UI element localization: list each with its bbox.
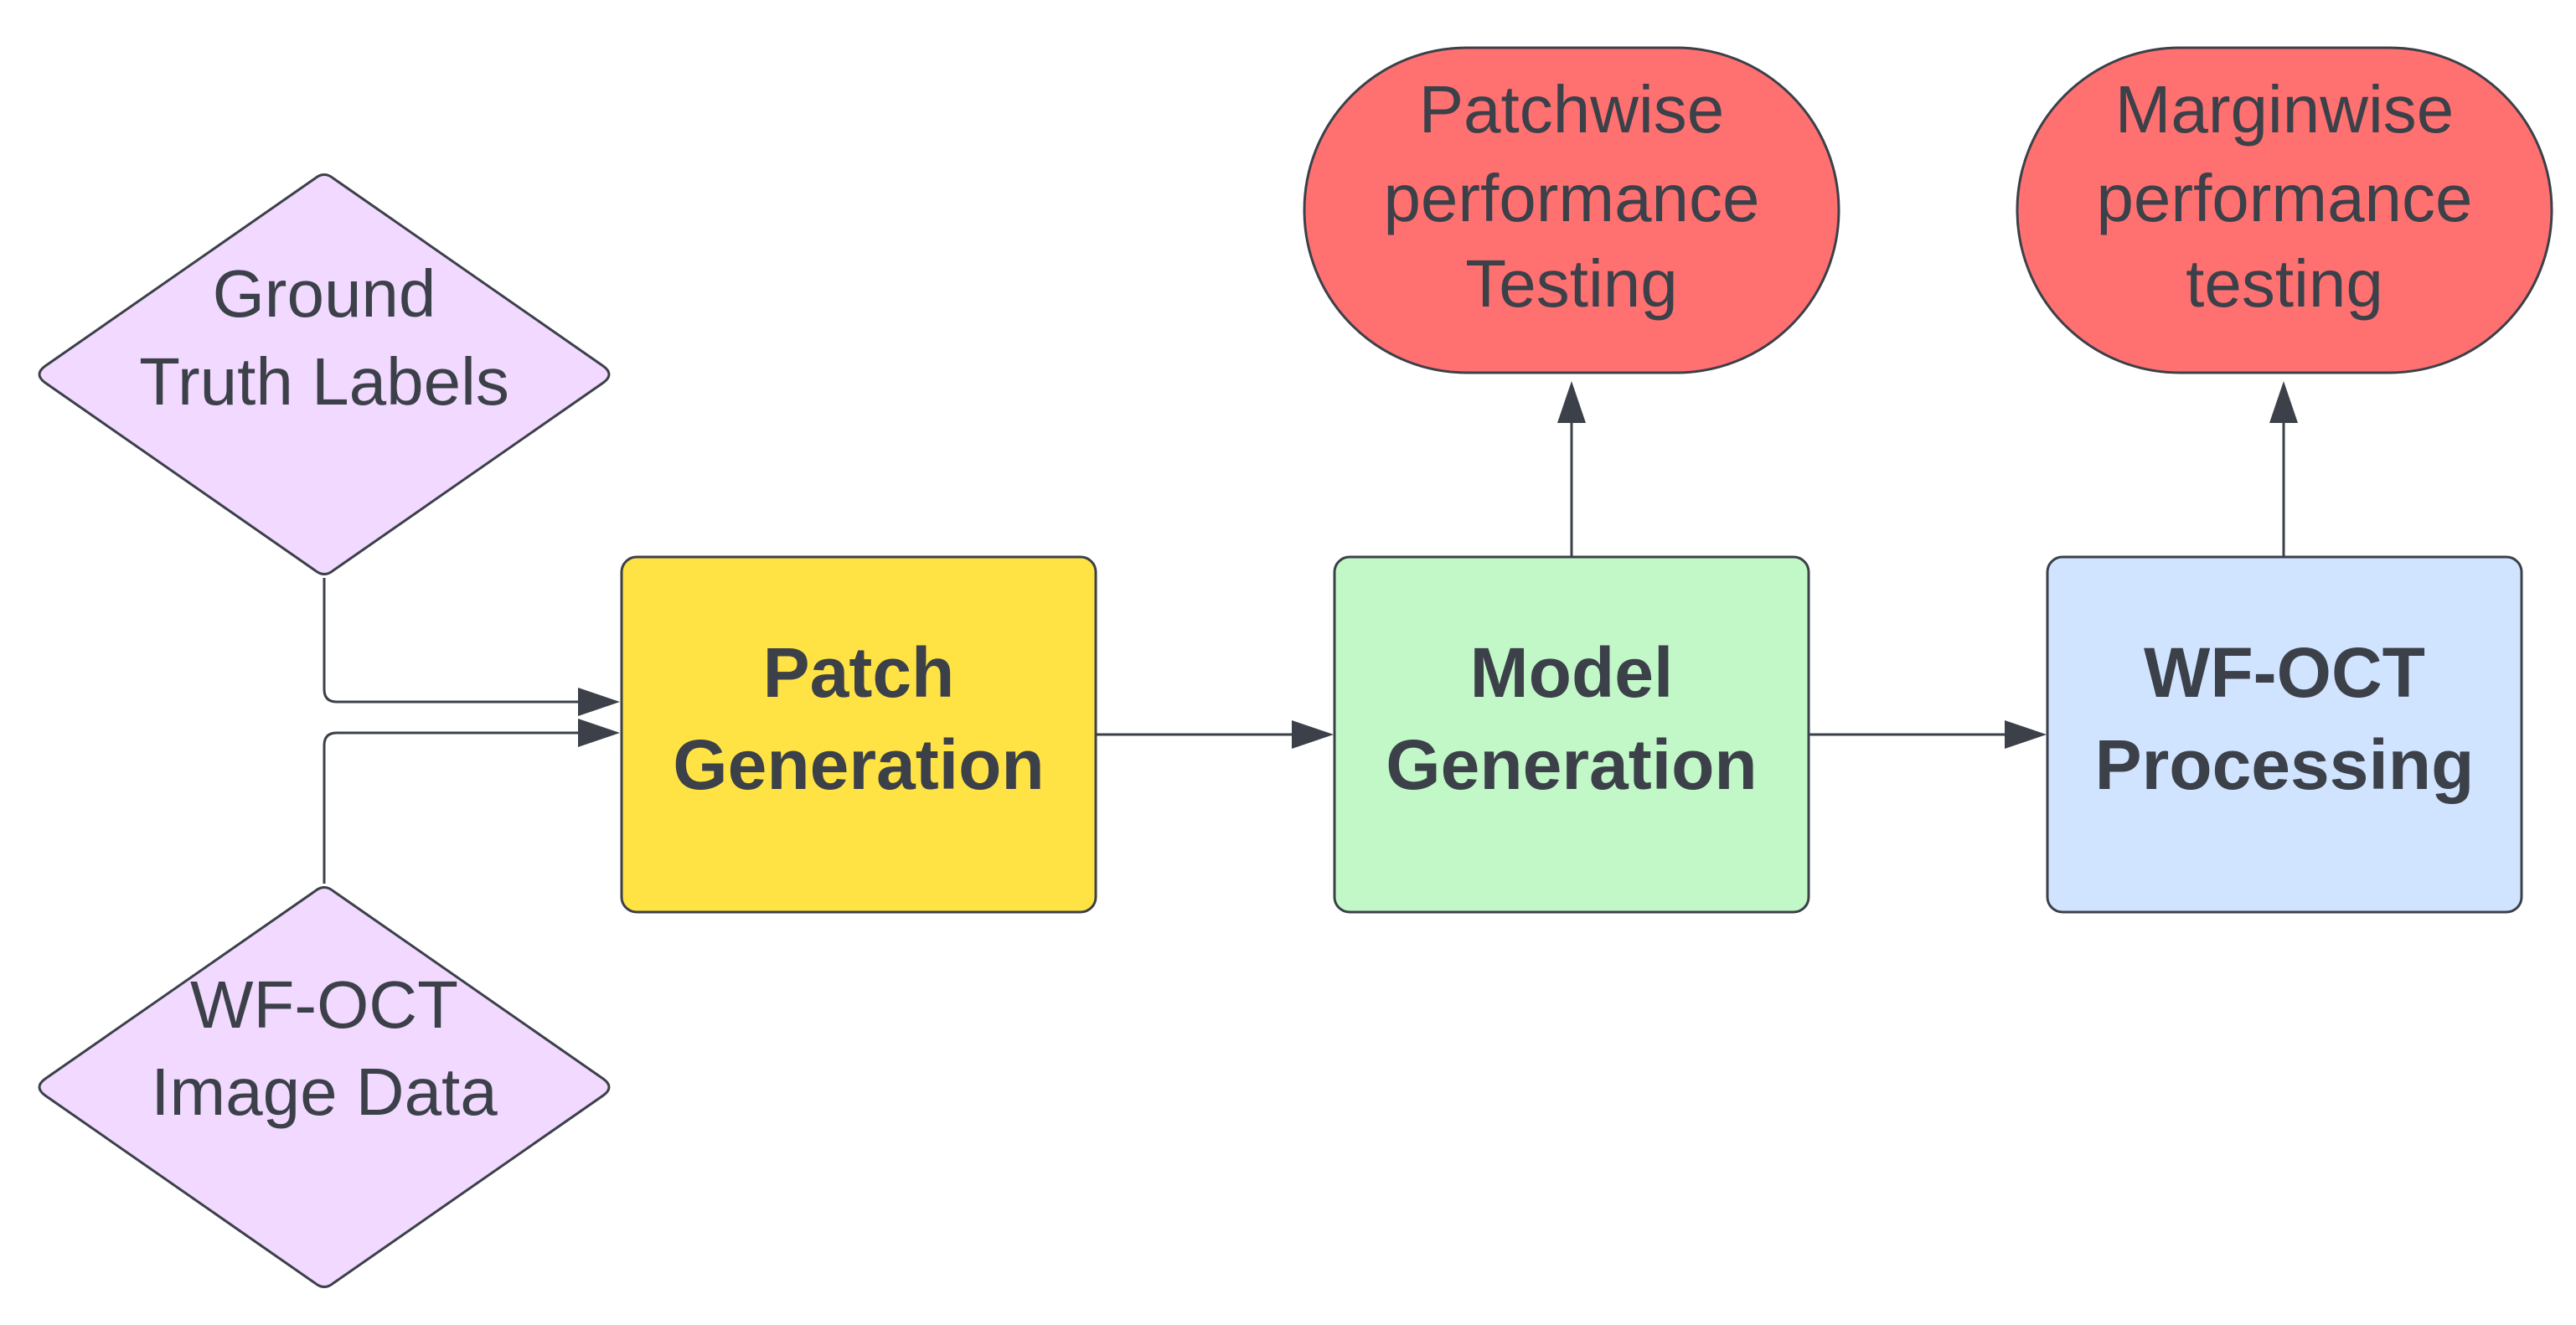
patch-generation-line-2: Generation	[673, 725, 1044, 804]
process-box	[1333, 555, 1810, 914]
ground-truth-line-2: Truth Labels	[139, 344, 509, 419]
diamond-shape	[38, 886, 611, 1288]
ground-truth-line-1: Ground	[213, 256, 436, 331]
marginwise-line-2: performance	[2096, 161, 2472, 235]
arrowhead-processing-to-marginwise	[2269, 381, 2298, 423]
model-generation-line-2: Generation	[1386, 725, 1757, 804]
arrowhead-ground-truth-to-patch	[578, 688, 620, 716]
edge-image-data-to-patch	[323, 731, 578, 884]
arrowhead-model-to-processing	[2005, 720, 2047, 749]
marginwise-line-3: testing	[2186, 246, 2383, 321]
node-patch-generation: Patch Generation	[620, 555, 1097, 914]
arrowhead-patch-to-model	[1292, 720, 1334, 749]
image-data-line-1: WF-OCT	[190, 967, 458, 1042]
patch-generation-line-1: Patch	[763, 633, 955, 712]
connectors	[323, 381, 2298, 884]
arrowhead-model-to-patchwise	[1557, 381, 1586, 423]
node-ground-truth-labels: Ground Truth Labels	[38, 173, 611, 575]
process-box	[2046, 555, 2523, 914]
patchwise-line-3: Testing	[1465, 246, 1677, 321]
node-wfoct-processing: WF-OCT Processing	[2046, 555, 2523, 914]
image-data-line-2: Image Data	[151, 1054, 498, 1129]
edge-ground-truth-to-patch	[323, 578, 578, 704]
terminator-shape	[1303, 46, 1840, 374]
process-box	[620, 555, 1097, 914]
model-generation-line-1: Model	[1470, 633, 1674, 712]
arrowhead-image-data-to-patch	[578, 719, 620, 747]
marginwise-line-1: Marginwise	[2115, 72, 2455, 147]
wfoct-processing-line-1: WF-OCT	[2144, 633, 2425, 712]
diamond-shape	[38, 173, 611, 575]
wfoct-processing-line-2: Processing	[2095, 725, 2475, 804]
node-marginwise-testing: Marginwise performance testing	[2016, 46, 2553, 374]
node-image-data: WF-OCT Image Data	[38, 886, 611, 1288]
patchwise-line-2: performance	[1383, 161, 1759, 235]
terminator-shape	[2016, 46, 2553, 374]
node-model-generation: Model Generation	[1333, 555, 1810, 914]
node-patchwise-testing: Patchwise performance Testing	[1303, 46, 1840, 374]
patchwise-line-1: Patchwise	[1419, 72, 1725, 147]
